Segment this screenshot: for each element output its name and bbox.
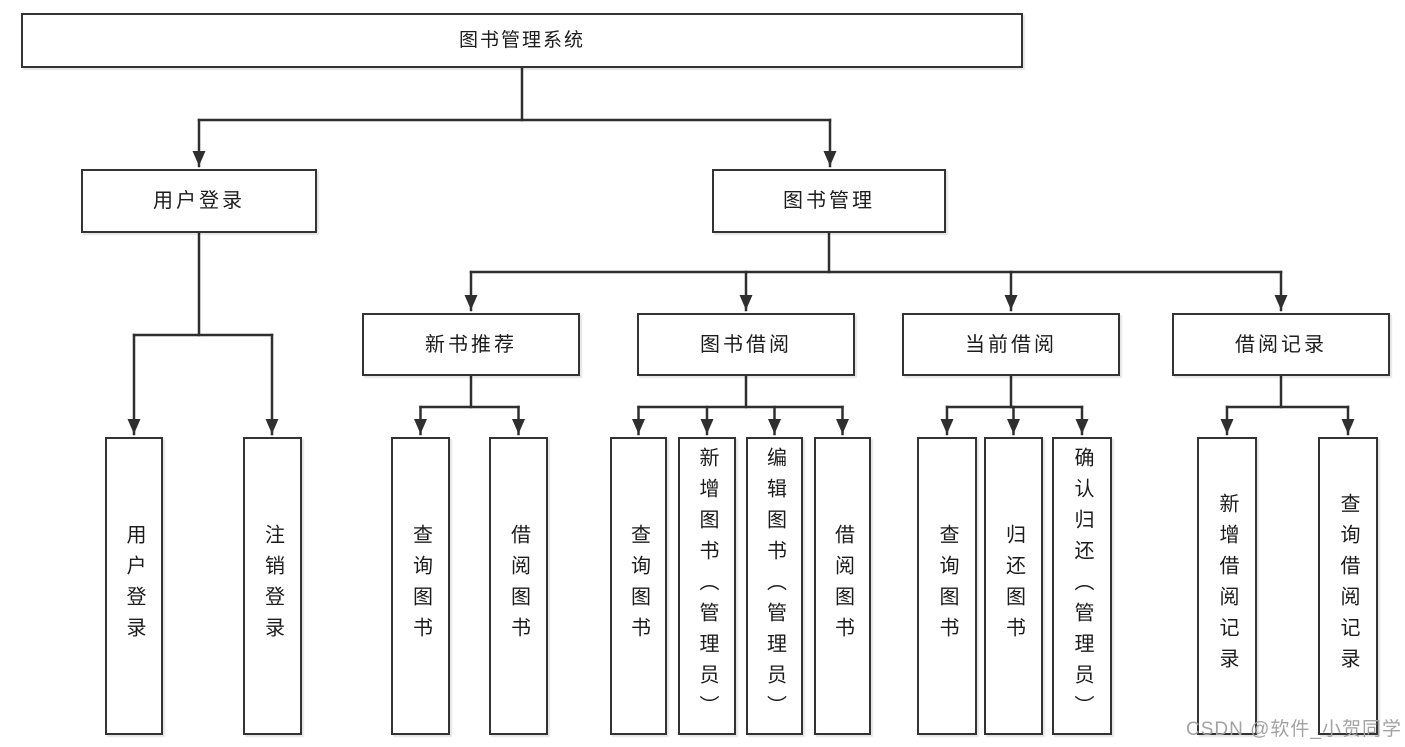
node-current-borrow: 当前借阅 xyxy=(902,313,1120,376)
node-root: 图书管理系统 xyxy=(21,13,1023,68)
node-current-borrow-label: 当前借阅 xyxy=(965,333,1057,356)
leaf-nb-query-book: 查询图书 xyxy=(391,437,450,735)
leaf-cb-return-book: 归还图书 xyxy=(984,437,1043,735)
node-new-book-recommend-label: 新书推荐 xyxy=(425,333,517,356)
csdn-watermark: CSDN @软件_小贺同学 xyxy=(1186,719,1402,740)
node-user-login: 用户登录 xyxy=(81,169,317,233)
leaf-bb-edit-book-admin: 编辑图书（管理员） xyxy=(746,437,803,735)
leaf-cb-confirm-return-admin: 确认归还（管理员） xyxy=(1052,437,1112,735)
node-new-book-recommend: 新书推荐 xyxy=(362,313,580,376)
leaf-br-add-record-label: 新增借阅记录 xyxy=(1216,493,1238,679)
leaf-bb-add-book-admin-label: 新增图书（管理员） xyxy=(696,446,718,726)
leaf-br-query-record: 查询借阅记录 xyxy=(1318,437,1378,735)
node-root-label: 图书管理系统 xyxy=(458,30,585,51)
leaf-logout-label: 注销登录 xyxy=(261,524,284,648)
node-book-management: 图书管理 xyxy=(712,169,946,233)
leaf-logout: 注销登录 xyxy=(243,437,302,735)
leaf-user-login-label: 用户登录 xyxy=(123,524,145,648)
node-book-management-label: 图书管理 xyxy=(783,190,875,212)
leaf-br-add-record: 新增借阅记录 xyxy=(1197,437,1257,735)
leaf-cb-query-book-label: 查询图书 xyxy=(936,524,958,648)
node-borrow-records: 借阅记录 xyxy=(1172,313,1390,376)
leaf-nb-borrow-book-label: 借阅图书 xyxy=(507,524,530,648)
leaf-bb-add-book-admin: 新增图书（管理员） xyxy=(678,437,736,735)
leaf-nb-borrow-book: 借阅图书 xyxy=(489,437,548,735)
node-book-borrow-label: 图书借阅 xyxy=(700,333,792,356)
leaf-bb-query-book-label: 查询图书 xyxy=(627,524,650,648)
leaf-user-login: 用户登录 xyxy=(105,437,163,735)
leaf-bb-borrow-book: 借阅图书 xyxy=(814,437,871,735)
node-book-borrow: 图书借阅 xyxy=(637,313,855,376)
leaf-cb-query-book: 查询图书 xyxy=(917,437,977,735)
leaf-nb-query-book-label: 查询图书 xyxy=(409,524,432,648)
node-user-login-label: 用户登录 xyxy=(153,190,245,212)
leaf-bb-borrow-book-label: 借阅图书 xyxy=(831,524,854,648)
leaf-bb-query-book: 查询图书 xyxy=(610,437,667,735)
leaf-cb-confirm-return-admin-label: 确认归还（管理员） xyxy=(1071,446,1093,726)
leaf-bb-edit-book-admin-label: 编辑图书（管理员） xyxy=(763,446,786,726)
node-borrow-records-label: 借阅记录 xyxy=(1235,333,1327,356)
leaf-cb-return-book-label: 归还图书 xyxy=(1002,524,1025,648)
leaf-br-query-record-label: 查询借阅记录 xyxy=(1337,493,1359,679)
